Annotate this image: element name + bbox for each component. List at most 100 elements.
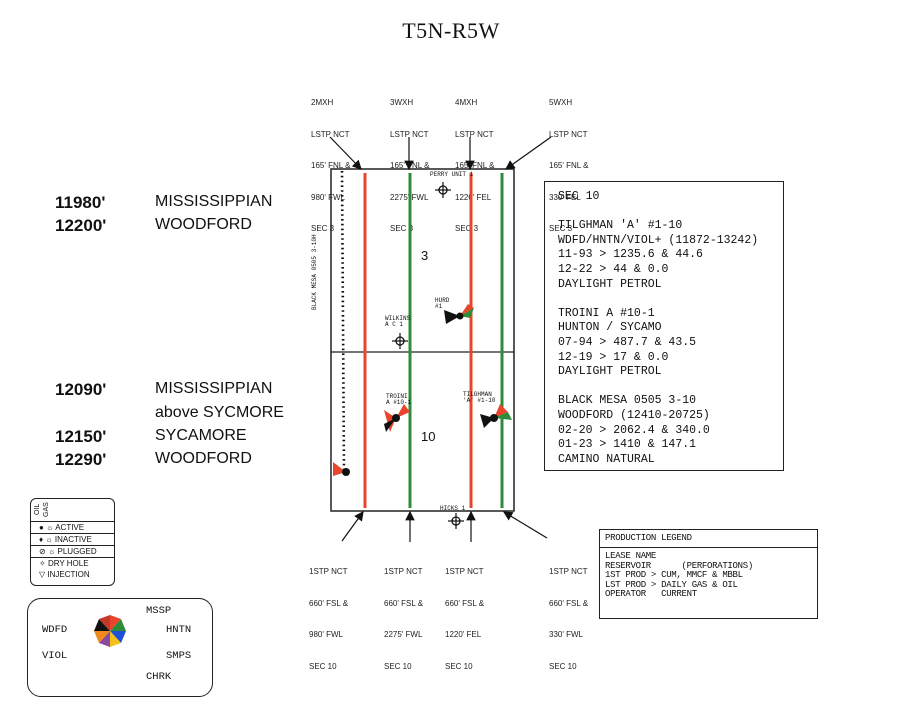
legend-line: LEASE NAME (605, 551, 657, 561)
top-note-5wxh: 5WXH LSTP NCT 165' FNL & 330' FEL SEC 3 (549, 77, 588, 245)
note-line: 2275' FWL (390, 192, 429, 202)
well-label-wilkins: WILKINS A C 1 (385, 316, 410, 328)
top-formation: WOODFORD (155, 216, 252, 233)
info-row: 12-19 > 17 & 0.0 (558, 350, 669, 364)
oil-inactive-icon: ♦ (39, 535, 44, 544)
gas-inactive-icon: ☼ (45, 535, 53, 544)
arrow-1stp-4 (502, 511, 548, 539)
bottom-note-1: 1STP NCT 660' FSL & 980' FWL SEC 10 (309, 546, 348, 683)
note-line: 165' FNL & (455, 161, 495, 170)
info-row: HUNTON / SYCAMO (558, 321, 662, 335)
top-formation: SYCAMORE (155, 427, 247, 444)
section-number-lower: 10 (421, 429, 436, 444)
legend-line: LST PROD > DAILY GAS & OIL (605, 579, 738, 590)
note-line: 660' FSL & (445, 598, 485, 608)
black-mesa-well (342, 468, 350, 476)
note-line: SEC 10 (445, 661, 473, 671)
legend-row-label: DRY HOLE (47, 559, 89, 568)
section-outline (330, 168, 515, 512)
note-line: LSTP NCT (455, 129, 494, 139)
note-line: 2MXH (311, 98, 334, 107)
reservoir-label-chrk: CHRK (146, 671, 172, 683)
tilghman-well-symbol (480, 404, 512, 428)
info-row (558, 292, 783, 307)
bottom-note-2: 1STP NCT 660' FSL & 2275' FWL SEC 10 (384, 546, 423, 683)
top-depth: 12150' (55, 427, 107, 446)
info-row: DAYLIGHT PETROL (558, 365, 662, 379)
note-line: 1220' FEL (455, 192, 492, 202)
legend-row-label: ACTIVE (55, 523, 85, 532)
legend-row-dry-hole: ✧ DRY HOLE (39, 559, 89, 568)
bottom-note-4: 1STP NCT 660' FSL & 330' FWL SEC 10 (549, 546, 588, 683)
oil-active-icon: ● (39, 523, 44, 532)
info-row: 07-94 > 487.7 & 43.5 (558, 335, 697, 349)
reservoir-label-hntn: HNTN (166, 624, 192, 636)
note-line: 980' FWL (309, 630, 343, 639)
gas-plugged-icon: ☼ (47, 547, 56, 556)
top-note-2mxh: 2MXH LSTP NCT 165' FNL & 980' FWL SEC 3 (311, 77, 350, 245)
info-row: BLACK MESA 0505 3-10 (558, 394, 697, 408)
well-label-troini: TROINI A #10-1 (386, 394, 411, 406)
note-line: 165' FNL & (390, 161, 430, 170)
info-row: CAMINO NATURAL (558, 452, 655, 466)
well-label-tilghman: TILGHMAN 'A' #1-10 (463, 392, 495, 404)
legend-row-label: INACTIVE (54, 535, 92, 544)
well-symbol-legend: OIL GAS ● ☼ ACTIVE ♦ ☼ INACTIVE ⊘ ☼ PLUG… (30, 498, 115, 586)
top-formation: above SYCMORE (155, 404, 284, 421)
troini-well-symbol (384, 404, 410, 432)
dry-hole-icon: ✧ (39, 559, 46, 568)
legend-line: 1ST PROD > CUM, MMCF & MBBL (605, 570, 743, 580)
legend-divider (31, 545, 114, 546)
note-line: SEC 3 (455, 224, 479, 233)
note-line: 165' FNL & (311, 161, 351, 170)
black-mesa-lateral (340, 170, 346, 473)
hicks-dry-hole-symbol (448, 513, 464, 529)
info-row: TILGHMAN 'A' #1-10 (558, 219, 683, 233)
top-depth: 12090' (55, 380, 107, 399)
gas-active-icon: ☼ (46, 523, 54, 532)
well-label-hicks: HICKS 1 (440, 505, 466, 512)
note-line: LSTP NCT (311, 129, 350, 139)
well-label-black-mesa: BLACK MESA 0505 3-10H (311, 234, 318, 310)
legend-oil-header: OIL (34, 503, 41, 515)
note-line: 1STP NCT (309, 567, 348, 576)
reservoir-label-smps: SMPS (166, 650, 192, 662)
legend-line: RESERVOIR (PERFORATIONS) (605, 560, 753, 571)
info-row: SEC 10 (558, 190, 600, 203)
well-label-perry: PERRY UNIT 1 (430, 171, 474, 178)
info-row (558, 380, 783, 395)
top-depth: 12290' (55, 450, 107, 469)
injection-icon: ▽ (39, 570, 46, 579)
legend-row-active: ● ☼ ACTIVE (39, 523, 84, 532)
legend-divider (31, 533, 114, 534)
well-label-line: TROINI (386, 393, 408, 400)
info-row: DAYLIGHT PETROL (558, 277, 662, 291)
note-line: 1STP NCT (384, 567, 423, 576)
reservoir-label-mssp: MSSP (146, 605, 172, 617)
note-line: 165' FNL & (549, 161, 589, 170)
production-legend: PRODUCTION LEGEND LEASE NAME RESERVOIR (… (599, 529, 818, 619)
arrow-2mxh (329, 136, 362, 170)
top-depth: 11980' (55, 193, 106, 212)
well-label-hurd: HURD #1 (435, 298, 449, 310)
top-note-4mxh: 4MXH LSTP NCT 165' FNL & 1220' FEL SEC 3 (455, 77, 494, 245)
note-line: SEC 10 (384, 661, 412, 671)
note-line: 660' FSL & (309, 598, 349, 608)
reservoir-color-legend: MSSP WDFD HNTN VIOL SMPS CHRK (27, 598, 213, 697)
sec10-info-box: SEC 10 TILGHMAN 'A' #1-10 WDFD/HNTN/VIOL… (544, 181, 784, 471)
info-row: TROINI A #10-1 (558, 306, 655, 320)
note-line: 330' FWL (549, 630, 583, 639)
well-label-line: TILGHMAN (463, 391, 492, 398)
arrow-1stp-1 (341, 511, 364, 542)
well-label-line: A #10-1 (386, 399, 412, 406)
hurd-well-symbol (444, 304, 474, 324)
top-depth: 12200' (55, 216, 107, 235)
top-formation: MISSISSIPPIAN (155, 193, 273, 210)
legend-gas-header: GAS (43, 502, 50, 517)
legend-row-injection: ▽ INJECTION (39, 570, 90, 579)
reservoir-label-wdfd: WDFD (42, 624, 68, 636)
note-line: 1STP NCT (445, 567, 484, 576)
legend-row-plugged: ⊘ ☼ PLUGGED (39, 547, 97, 556)
well-label-line: 'A' #1-10 (463, 397, 496, 404)
